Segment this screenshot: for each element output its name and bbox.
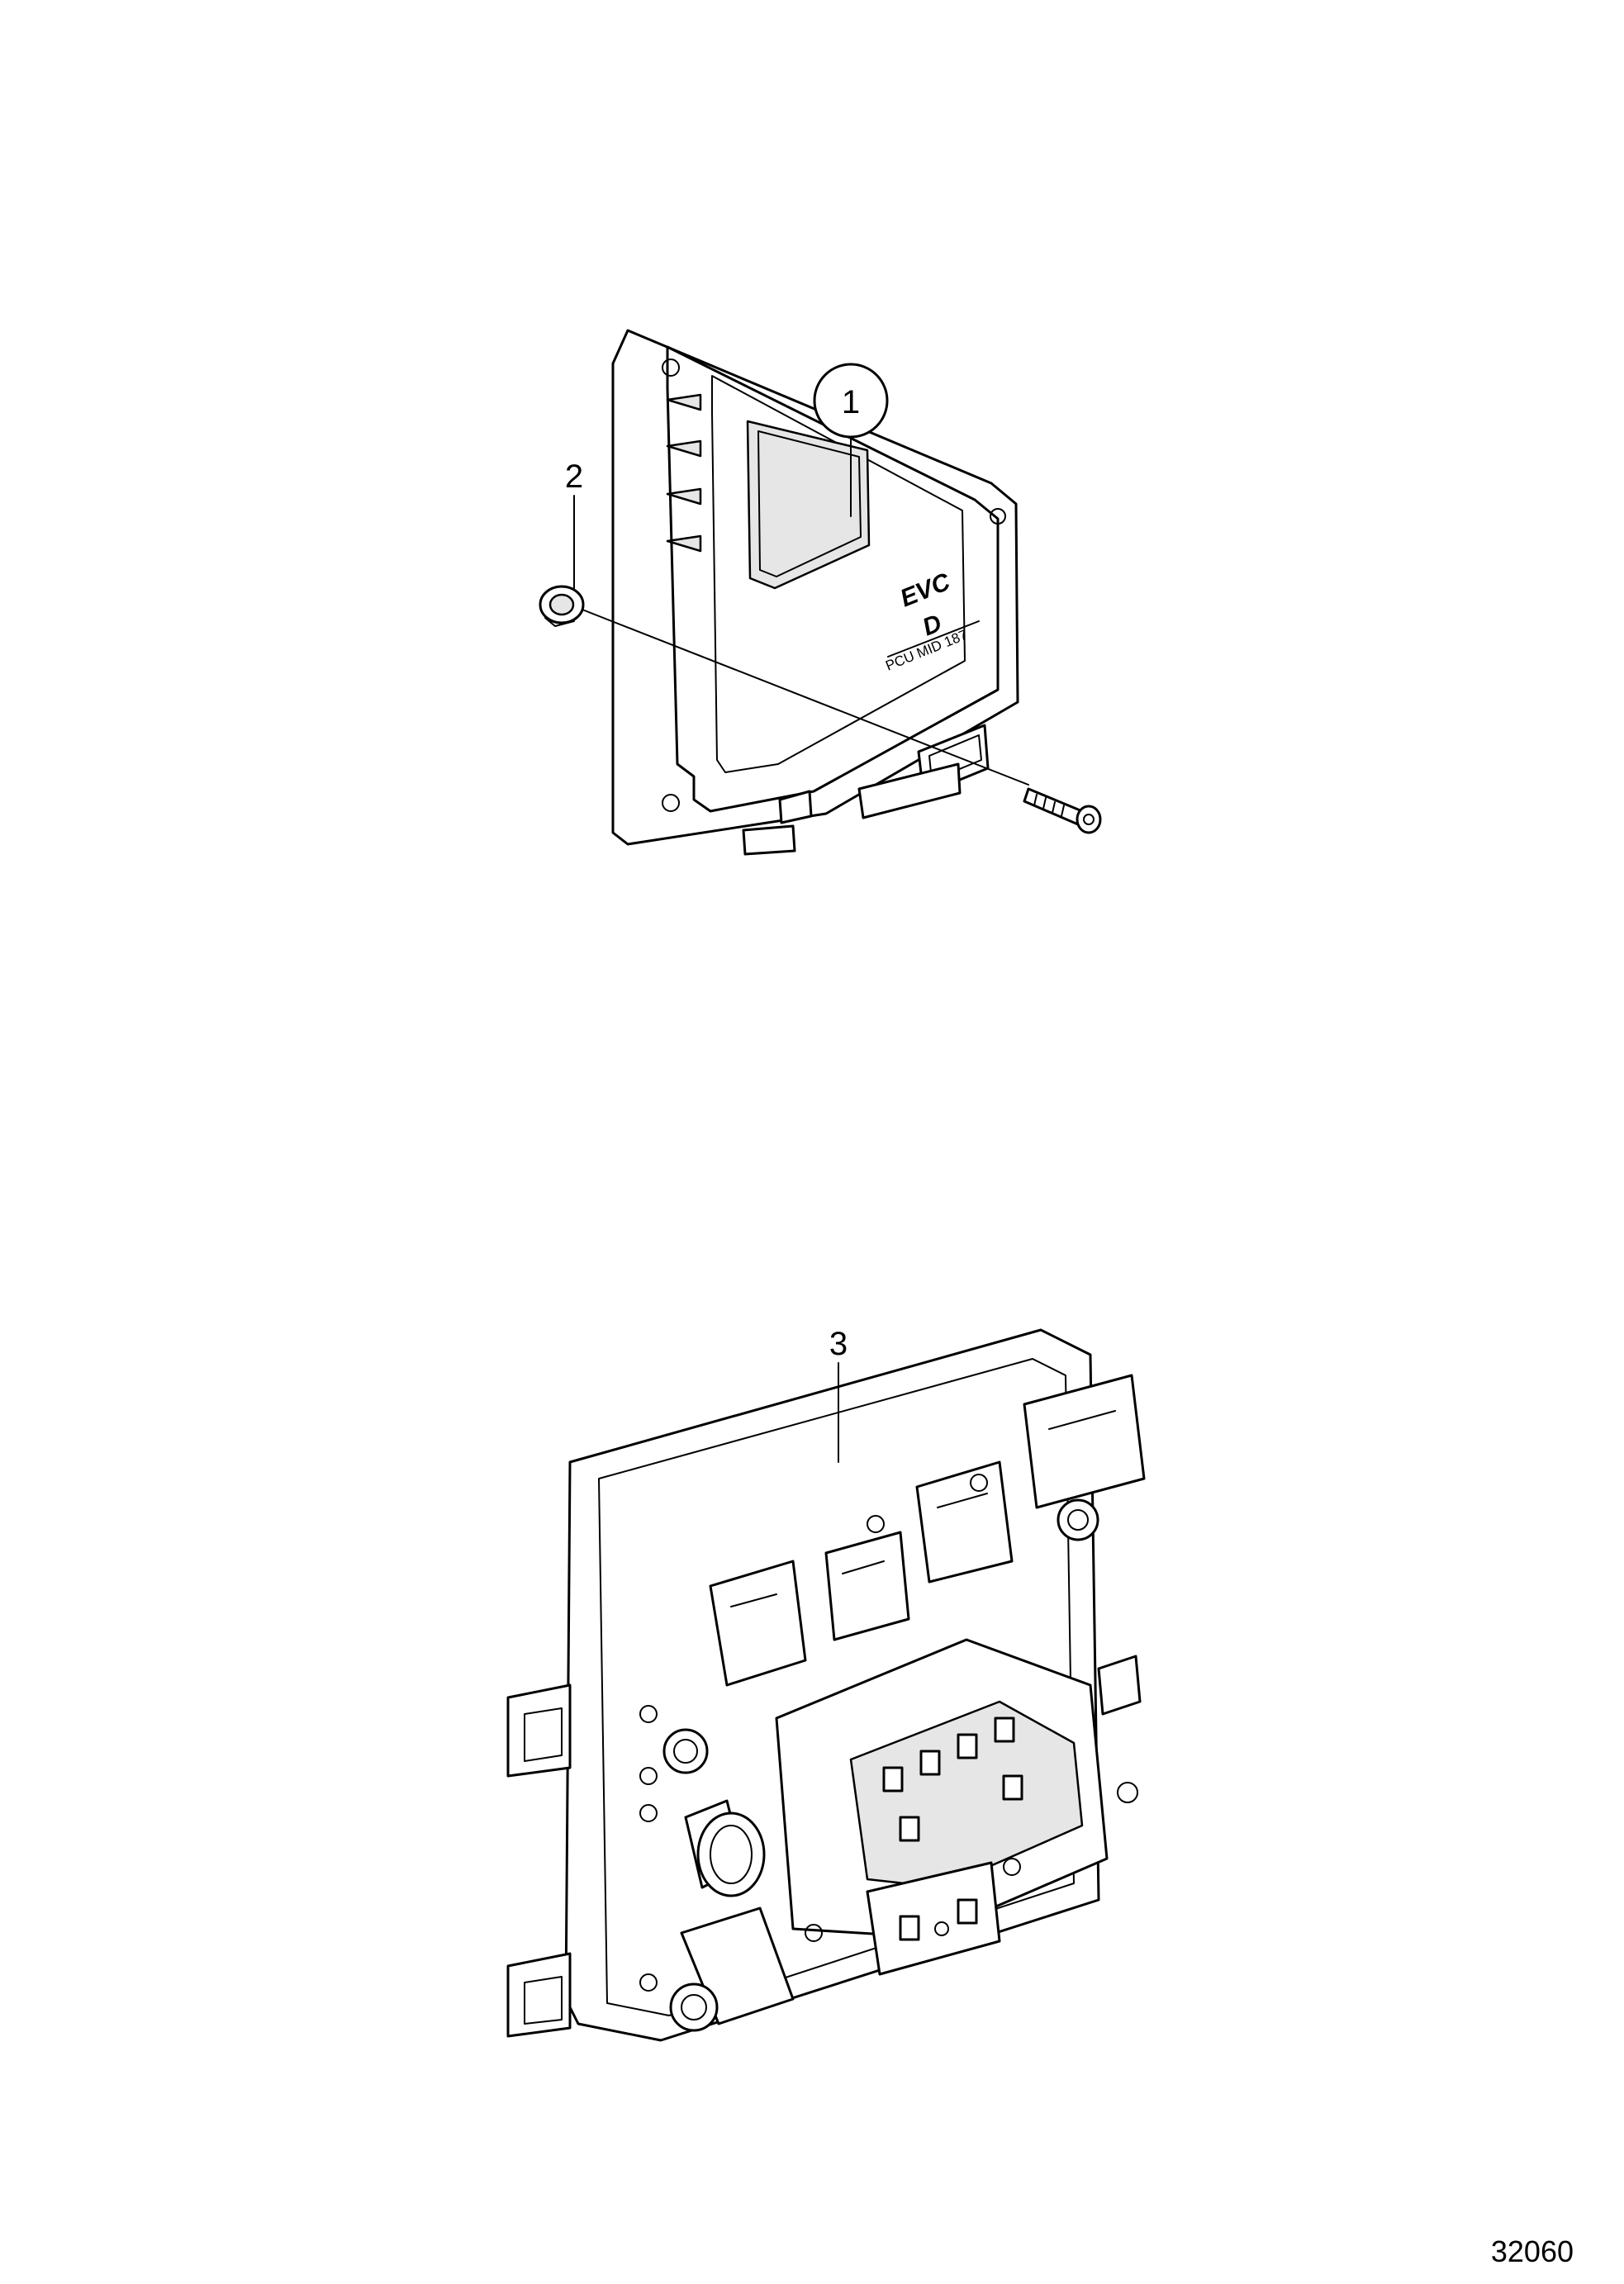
drawing-number: 32060 [1491,2234,1574,2268]
screw-part [1023,787,1102,834]
assembly-line [582,609,1029,786]
bushing-part [539,585,585,627]
callout-2-label: 2 [565,458,583,495]
callout-1-label: 1 [842,384,860,420]
evc-module [506,1328,1146,2042]
callout-1: 1 [813,363,889,439]
pcu-control-unit: EVC D PCU MID 187 [611,329,1019,856]
callout-3-label: 3 [829,1326,848,1362]
